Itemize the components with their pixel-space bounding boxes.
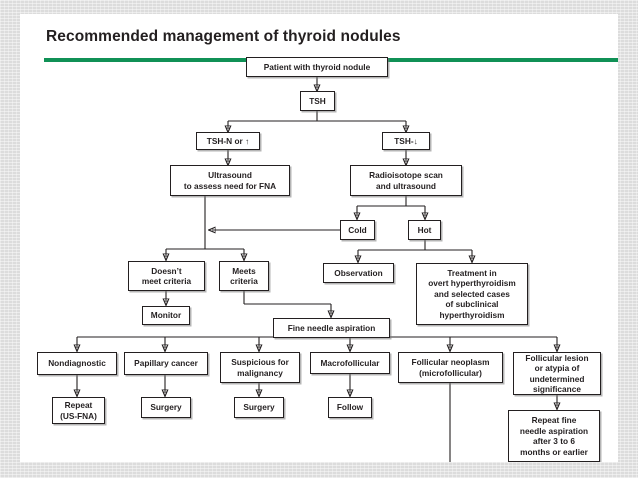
node-follow[interactable]: Follow [328,397,372,418]
node-fine-needle-aspiration[interactable]: Fine needle aspiration [273,318,390,338]
node-follicular-neoplasm[interactable]: Follicular neoplasm (microfollicular) [398,352,503,383]
node-surgery-suspicious[interactable]: Surgery [234,397,284,418]
node-monitor[interactable]: Monitor [142,306,190,325]
node-repeat-fine-needle-aspiration[interactable]: Repeat fine needle aspiration after 3 to… [508,410,600,462]
node-meets-criteria[interactable]: Meets criteria [219,261,269,291]
node-papillary-cancer[interactable]: Papillary cancer [124,352,208,375]
flowchart-canvas: Patient with thyroid nodule TSH TSH-N or… [20,14,618,462]
slide-panel: Recommended management of thyroid nodule… [20,14,618,462]
node-tsh[interactable]: TSH [300,91,335,111]
page-title: Recommended management of thyroid nodule… [46,28,401,45]
node-suspicious-for-malignancy[interactable]: Suspicious for malignancy [220,352,300,383]
node-macrofollicular[interactable]: Macrofollicular [310,352,390,374]
node-repeat-us-fna[interactable]: Repeat (US-FNA) [52,397,105,424]
node-surgery-papillary[interactable]: Surgery [141,397,191,418]
node-doesnt-meet-criteria[interactable]: Doesn’t meet criteria [128,261,205,291]
node-cold[interactable]: Cold [340,220,375,240]
node-follicular-lesion-atypia[interactable]: Follicular lesion or atypia of undetermi… [513,352,601,395]
node-tsh-low[interactable]: TSH-↓ [382,132,430,150]
node-hot[interactable]: Hot [408,220,441,240]
node-radioisotope-scan-ultrasound[interactable]: Radioisotope scan and ultrasound [350,165,462,196]
node-patient-with-thyroid-nodule[interactable]: Patient with thyroid nodule [246,57,388,77]
node-tsh-normal-or-high[interactable]: TSH-N or ↑ [196,132,260,150]
node-observation[interactable]: Observation [323,263,394,283]
node-treatment-hyperthyroidism[interactable]: Treatment in overt hyperthyroidism and s… [416,263,528,325]
node-nondiagnostic[interactable]: Nondiagnostic [37,352,117,375]
node-ultrasound-assess-fna[interactable]: Ultrasound to assess need for FNA [170,165,290,196]
